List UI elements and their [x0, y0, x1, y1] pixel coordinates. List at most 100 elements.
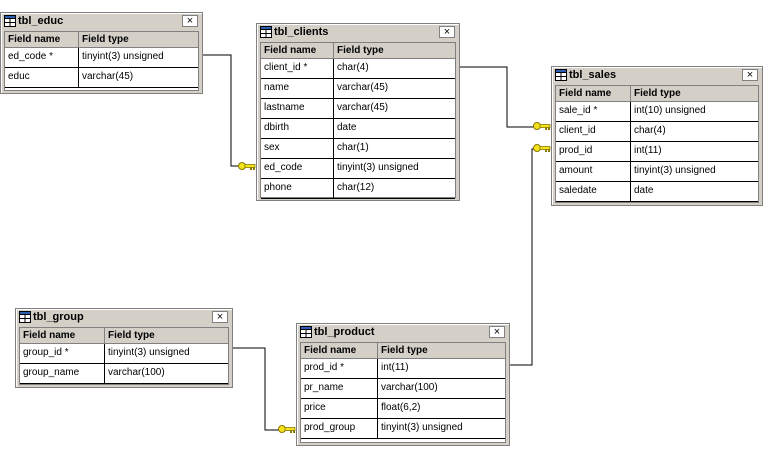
field-name-cell: client_id * — [261, 59, 334, 78]
field-name-cell: phone — [261, 179, 334, 198]
field-type-cell: varchar(45) — [337, 82, 389, 93]
rel-clients-sales-line — [459, 66, 538, 128]
field-grid: Field name Field type group_id * tinyint… — [19, 327, 229, 385]
field-name-cell: group_name — [20, 364, 105, 383]
table-row[interactable]: group_name varchar(100) — [20, 364, 228, 384]
table-row[interactable]: group_id * tinyint(3) unsigned — [20, 344, 228, 364]
table-window-tbl-product[interactable]: tbl_product × Field name Field type prod… — [296, 323, 510, 446]
table-row[interactable]: ed_code tinyint(3) unsigned — [261, 159, 455, 179]
table-window-tbl-educ[interactable]: tbl_educ × Field name Field type ed_code… — [0, 12, 203, 94]
rel-product-sales-line — [509, 148, 538, 366]
field-name-cell: prod_id — [556, 142, 631, 161]
field-type-cell: tinyint(3) unsigned — [108, 347, 190, 358]
field-grid: Field name Field type client_id * char(4… — [260, 42, 456, 199]
field-name-cell: price — [301, 399, 378, 418]
field-type-cell: tinyint(3) unsigned — [381, 422, 463, 433]
table-name: tbl_sales — [569, 69, 617, 81]
table-row[interactable]: saledate date — [556, 182, 758, 202]
field-name-cell: sale_id * — [556, 102, 631, 121]
field-name-header: Field name — [556, 86, 631, 101]
field-type-cell: tinyint(3) unsigned — [82, 51, 164, 62]
close-icon[interactable]: × — [489, 326, 505, 338]
field-name-header: Field name — [20, 328, 105, 343]
table-window-tbl-clients[interactable]: tbl_clients × Field name Field type clie… — [256, 23, 460, 201]
table-titlebar[interactable]: tbl_clients × — [257, 24, 459, 42]
close-icon[interactable]: × — [742, 69, 758, 81]
field-name-cell: name — [261, 79, 334, 98]
table-row[interactable]: sex char(1) — [261, 139, 455, 159]
table-row[interactable]: price float(6,2) — [301, 399, 505, 419]
field-type-cell: tinyint(3) unsigned — [634, 165, 716, 176]
grid-header-row: Field name Field type — [20, 328, 228, 344]
fk-key-icon — [238, 162, 256, 170]
table-window-tbl-sales[interactable]: tbl_sales × Field name Field type sale_i… — [551, 66, 763, 206]
field-type-cell: varchar(45) — [82, 71, 134, 82]
table-row[interactable]: amount tinyint(3) unsigned — [556, 162, 758, 182]
table-name: tbl_product — [314, 326, 375, 338]
fk-key-icon — [533, 144, 551, 152]
field-name-cell: ed_code — [261, 159, 334, 178]
grid-header-row: Field name Field type — [5, 32, 198, 48]
grid-header-row: Field name Field type — [301, 343, 505, 359]
field-name-cell: group_id * — [20, 344, 105, 363]
table-titlebar[interactable]: tbl_product × — [297, 324, 509, 342]
close-icon[interactable]: × — [182, 15, 198, 27]
table-row[interactable]: prod_id * int(11) — [301, 359, 505, 379]
table-row[interactable]: phone char(12) — [261, 179, 455, 199]
table-row[interactable]: prod_id int(11) — [556, 142, 758, 162]
field-name-cell: sex — [261, 139, 334, 158]
field-grid: Field name Field type prod_id * int(11) … — [300, 342, 506, 443]
field-name-header: Field name — [301, 343, 378, 358]
fk-key-icon — [278, 425, 296, 433]
field-type-header: Field type — [82, 34, 129, 45]
field-type-cell: float(6,2) — [381, 402, 421, 413]
grid-header-row: Field name Field type — [556, 86, 758, 102]
grid-header-row: Field name Field type — [261, 43, 455, 59]
field-name-cell: amount — [556, 162, 631, 181]
close-icon[interactable]: × — [212, 311, 228, 323]
field-name-cell: dbirth — [261, 119, 334, 138]
field-type-cell: char(12) — [337, 182, 375, 193]
field-type-cell: date — [634, 185, 654, 196]
table-row[interactable]: dbirth date — [261, 119, 455, 139]
table-titlebar[interactable]: tbl_group × — [16, 309, 232, 327]
table-row[interactable]: pr_name varchar(100) — [301, 379, 505, 399]
table-row[interactable]: name varchar(45) — [261, 79, 455, 99]
field-type-header: Field type — [381, 345, 428, 356]
table-icon — [300, 326, 312, 338]
table-row[interactable]: client_id char(4) — [556, 122, 758, 142]
table-row[interactable]: prod_group tinyint(3) unsigned — [301, 419, 505, 439]
field-grid: Field name Field type sale_id * int(10) … — [555, 85, 759, 203]
close-icon[interactable]: × — [439, 26, 455, 38]
table-row[interactable]: sale_id * int(10) unsigned — [556, 102, 758, 122]
field-type-cell: char(1) — [337, 142, 369, 153]
table-titlebar[interactable]: tbl_educ × — [1, 13, 202, 31]
table-row[interactable]: lastname varchar(45) — [261, 99, 455, 119]
table-icon — [260, 26, 272, 38]
field-name-header: Field name — [261, 43, 334, 58]
field-type-cell: int(11) — [381, 362, 409, 373]
table-window-tbl-group[interactable]: tbl_group × Field name Field type group_… — [15, 308, 233, 388]
table-icon — [4, 15, 16, 27]
table-row[interactable]: educ varchar(45) — [5, 68, 198, 88]
field-type-cell: char(4) — [337, 62, 369, 73]
table-name: tbl_clients — [274, 26, 329, 38]
field-type-cell: varchar(45) — [337, 102, 389, 113]
field-type-header: Field type — [337, 45, 384, 56]
rel-educ-clients-line — [202, 54, 243, 167]
table-row[interactable]: client_id * char(4) — [261, 59, 455, 79]
field-name-header: Field name — [5, 32, 79, 47]
table-icon — [19, 311, 31, 323]
field-type-cell: tinyint(3) unsigned — [337, 162, 419, 173]
field-name-cell: ed_code * — [5, 48, 79, 67]
table-row[interactable]: ed_code * tinyint(3) unsigned — [5, 48, 198, 68]
field-type-header: Field type — [108, 330, 155, 341]
field-name-cell: lastname — [261, 99, 334, 118]
table-name: tbl_group — [33, 311, 84, 323]
field-name-cell: saledate — [556, 182, 631, 201]
table-titlebar[interactable]: tbl_sales × — [552, 67, 762, 85]
table-icon — [555, 69, 567, 81]
field-name-cell: client_id — [556, 122, 631, 141]
field-type-cell: date — [337, 122, 357, 133]
